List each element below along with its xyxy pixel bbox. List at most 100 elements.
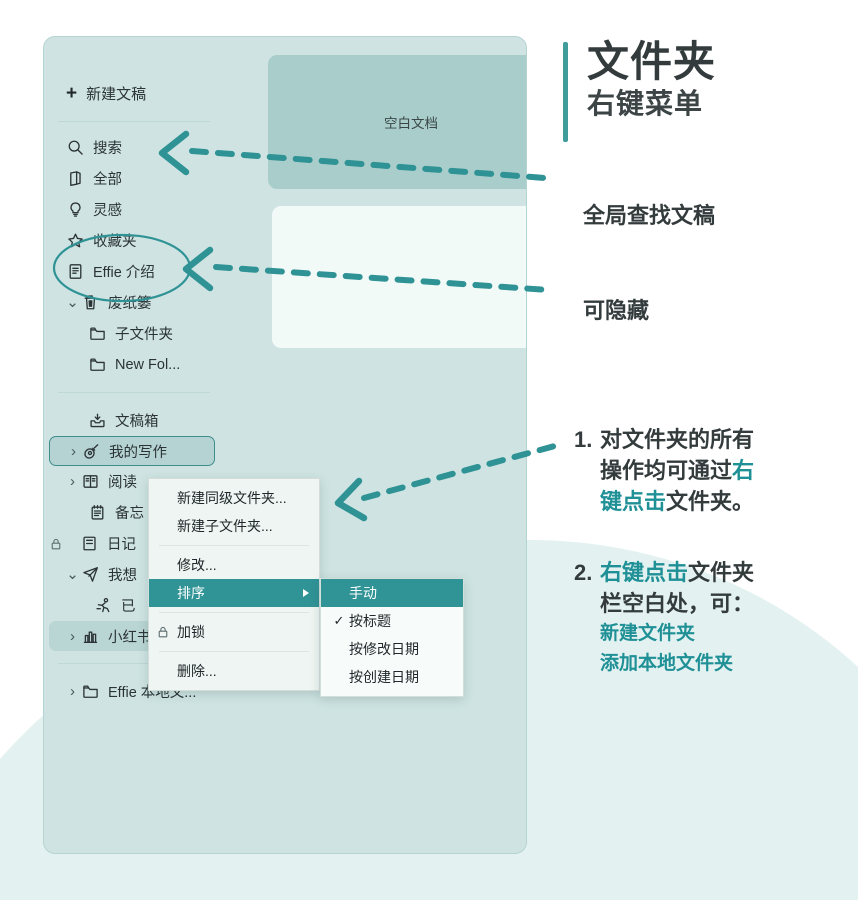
context-menu-separator bbox=[159, 651, 309, 652]
context-menu-item-7[interactable]: 加锁 bbox=[149, 618, 319, 646]
sidebar-item-1-g1[interactable]: 搜索 bbox=[44, 132, 224, 163]
chevron-right-icon[interactable]: › bbox=[70, 473, 75, 490]
sidebar-divider-top bbox=[58, 121, 210, 122]
notepad-icon bbox=[88, 503, 107, 522]
folder-icon bbox=[88, 324, 107, 343]
note-2-line2: 栏空白处，可： bbox=[600, 591, 755, 617]
note-2-number: 2. bbox=[574, 560, 593, 585]
lock-icon bbox=[50, 538, 61, 550]
sidebar: + 新建文稿 搜索全部灵感收藏夹 Effie 介绍 ⌄ 废纸篓子文件夹 New Fol.… bbox=[44, 37, 224, 853]
note-2-line1-accent: 右键点击 bbox=[600, 560, 689, 585]
annotation-search-note: 全局查找文稿 bbox=[583, 203, 716, 228]
sidebar-item-6-g2[interactable]: ⌄我想 bbox=[44, 559, 224, 590]
folder-context-menu[interactable]: 新建同级文件夹... 新建子文件夹... 修改... 排序加锁删除... bbox=[148, 478, 320, 691]
context-menu-separator bbox=[159, 545, 309, 546]
sidebar-item-2-g1[interactable]: 全部 bbox=[44, 163, 224, 194]
sort-submenu-item-2[interactable]: ✓ 按标题 bbox=[321, 607, 463, 635]
context-menu-item-label: 删除... bbox=[177, 663, 217, 679]
app-window: + 新建文稿 搜索全部灵感收藏夹 Effie 介绍 ⌄ 废纸篓子文件夹 New Fol.… bbox=[43, 36, 527, 854]
guitar-icon bbox=[82, 442, 101, 461]
note-1-line1: 对文件夹的所有 bbox=[600, 427, 755, 452]
note-1-line3-accent: 键点击 bbox=[600, 489, 667, 515]
note-2-line1-plain: 文件夹 bbox=[688, 560, 755, 585]
sidebar-item-label: 文稿箱 bbox=[115, 414, 159, 430]
context-menu-item-label: 修改... bbox=[177, 557, 217, 573]
blank-document-card[interactable]: 空白文档 bbox=[268, 55, 526, 189]
context-menu-item-5[interactable]: 排序 bbox=[149, 579, 319, 607]
sidebar-item-label: 我的写作 bbox=[109, 444, 167, 461]
bulb-icon bbox=[66, 200, 85, 219]
sidebar-item-7-g2[interactable]: 已 bbox=[44, 590, 224, 621]
context-menu-item-label: 加锁 bbox=[177, 624, 205, 640]
sidebar-item-label: 子文件夹 bbox=[115, 327, 173, 343]
plus-icon: + bbox=[66, 83, 78, 104]
runner-icon bbox=[94, 596, 113, 615]
note-2-sub-2: 添加本地文件夹 bbox=[600, 652, 734, 674]
chevron-right-icon[interactable]: › bbox=[70, 683, 75, 700]
sidebar-item-label: 废纸篓 bbox=[108, 296, 152, 312]
book-open-icon bbox=[81, 472, 100, 491]
sidebar-item-label: 搜索 bbox=[93, 141, 122, 157]
check-icon: ✓ bbox=[333, 613, 345, 628]
chart-icon bbox=[81, 627, 100, 646]
note-item-2: 2. 右键点击文件夹 栏空白处，可： 新建文件夹 添加本地文件夹 bbox=[574, 557, 854, 678]
sidebar-item-6-g1[interactable]: ⌄ 废纸篓 bbox=[44, 287, 224, 318]
sidebar-item-3-g1[interactable]: 灵感 bbox=[44, 194, 224, 225]
annotation-hideable-note: 可隐藏 bbox=[583, 298, 650, 323]
inbox-icon bbox=[88, 411, 107, 430]
chevron-right-icon[interactable]: › bbox=[70, 627, 75, 645]
note-1-line2-accent: 右 bbox=[732, 458, 755, 484]
sort-submenu[interactable]: 手动 ✓ 按标题按修改日期按创建日期 bbox=[320, 578, 464, 697]
sidebar-item-label: 灵感 bbox=[93, 203, 122, 219]
sidebar-item-5-g1[interactable]: Effie 介绍 bbox=[44, 256, 224, 287]
sidebar-item-4-g2[interactable]: 备忘 bbox=[44, 497, 224, 528]
chevron-down-icon[interactable]: ⌄ bbox=[66, 566, 79, 583]
submenu-arrow-icon bbox=[303, 589, 309, 597]
doc-icon bbox=[66, 262, 85, 281]
context-menu-separator bbox=[159, 612, 309, 613]
sort-submenu-item-4[interactable]: 按创建日期 bbox=[321, 663, 463, 691]
note-1-line2-plain: 操作均可通过 bbox=[600, 458, 733, 484]
star-icon bbox=[66, 231, 85, 250]
sidebar-nav-group: 搜索全部灵感收藏夹 Effie 介绍 ⌄ 废纸篓子文件夹 New Fol... bbox=[44, 132, 224, 380]
sidebar-divider bbox=[58, 663, 210, 664]
chevron-right-icon[interactable]: › bbox=[71, 442, 76, 460]
search-icon bbox=[66, 138, 85, 157]
sidebar-item-4-g1[interactable]: 收藏夹 bbox=[44, 225, 224, 256]
context-menu-item-4[interactable]: 修改... bbox=[149, 551, 319, 579]
note-item-1: 1. 对文件夹的所有 操作均可通过右 键点击文件夹。 bbox=[574, 424, 854, 518]
sidebar-item-5-g2[interactable]: 日记 bbox=[44, 528, 224, 559]
sort-submenu-item-label: 按标题 bbox=[349, 613, 391, 629]
books-icon bbox=[66, 169, 85, 188]
sort-submenu-item-3[interactable]: 按修改日期 bbox=[321, 635, 463, 663]
sidebar-item-3-g2[interactable]: ›阅读 bbox=[44, 466, 224, 497]
sidebar-item-2-g2[interactable]: › 我的写作 bbox=[49, 436, 215, 466]
sidebar-item-1-g2[interactable]: 文稿箱 bbox=[44, 405, 224, 436]
context-menu-item-label: 新建子文件夹... bbox=[177, 518, 273, 534]
empty-document-card[interactable] bbox=[272, 206, 526, 348]
sidebar-item-label: New Fol... bbox=[115, 356, 181, 373]
headline-title: 文件夹 bbox=[587, 38, 717, 85]
chevron-down-icon[interactable]: ⌄ bbox=[66, 294, 79, 311]
note-1-number: 1. bbox=[574, 427, 593, 452]
sidebar-item-label: 已 bbox=[121, 599, 136, 615]
headline-block: 文件夹 右键菜单 bbox=[563, 38, 717, 142]
sidebar-item-8-g1[interactable]: New Fol... bbox=[44, 349, 224, 380]
context-menu-item-1[interactable]: 新建同级文件夹... bbox=[149, 484, 319, 512]
sidebar-item-7-g1[interactable]: 子文件夹 bbox=[44, 318, 224, 349]
context-menu-item-label: 新建同级文件夹... bbox=[177, 490, 287, 506]
sidebar-item-label: 全部 bbox=[93, 172, 122, 188]
new-document-button[interactable]: + 新建文稿 bbox=[66, 83, 224, 104]
sidebar-divider bbox=[58, 392, 210, 393]
headline-accent-bar bbox=[563, 42, 568, 142]
context-menu-item-2[interactable]: 新建子文件夹... bbox=[149, 512, 319, 540]
sort-submenu-item-label: 按修改日期 bbox=[349, 641, 419, 657]
trash-icon bbox=[81, 293, 100, 312]
note-1-line3-plain: 文件夹。 bbox=[666, 489, 755, 515]
sidebar-item-label: 收藏夹 bbox=[93, 234, 137, 250]
sidebar-item-label: 日记 bbox=[107, 537, 136, 553]
folder-icon bbox=[88, 355, 107, 374]
sort-submenu-item-1[interactable]: 手动 bbox=[321, 579, 463, 607]
context-menu-item-9[interactable]: 删除... bbox=[149, 657, 319, 685]
